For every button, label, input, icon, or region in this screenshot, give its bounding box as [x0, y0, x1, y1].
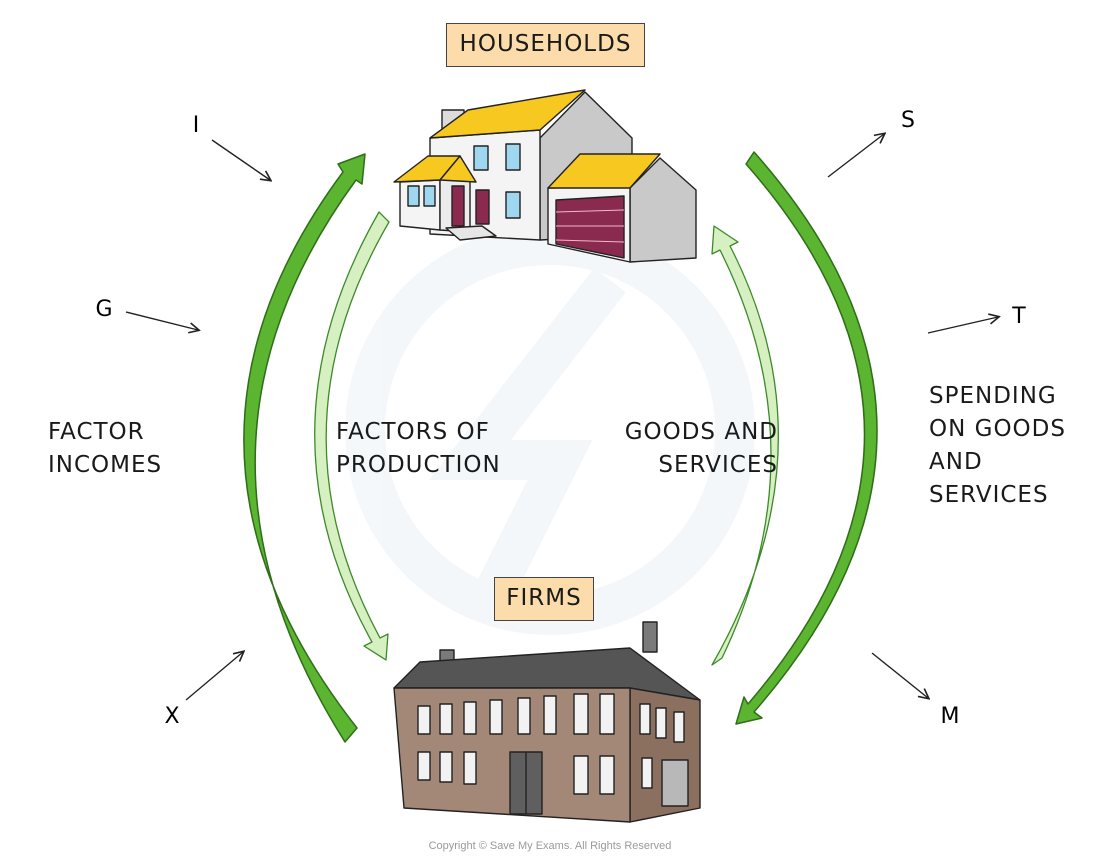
factor-incomes-arrow — [243, 153, 366, 743]
factor-incomes-line-2: INCOMES — [48, 452, 163, 478]
investment-label: I — [193, 113, 200, 138]
savings-label: S — [901, 108, 915, 133]
goods-and-services-arrow — [711, 225, 779, 666]
spending-label: SPENDING ON GOODS AND SERVICES — [929, 380, 1066, 512]
government-injection-arrow — [125, 311, 198, 330]
spending-line-2: ON GOODS — [929, 416, 1066, 442]
imports-label: M — [941, 704, 960, 729]
investment-injection-arrow — [211, 139, 270, 180]
firms-label: FIRMS — [494, 577, 594, 621]
taxes-label: T — [1011, 304, 1026, 329]
spending-line-4: SERVICES — [929, 482, 1049, 508]
goods-and-services-line-2: SERVICES — [658, 452, 778, 478]
imports-withdrawal-arrow — [871, 652, 928, 698]
factor-incomes-line-1: FACTOR — [48, 419, 145, 445]
copyright-notice: Copyright © Save My Exams. All Rights Re… — [428, 840, 672, 852]
factors-of-production-line-2: PRODUCTION — [336, 452, 501, 478]
spending-line-3: AND — [929, 449, 983, 475]
government-label: G — [95, 297, 112, 322]
spending-arrow — [735, 151, 878, 725]
factors-of-production-arrow — [314, 211, 390, 661]
goods-and-services-label: GOODS AND SERVICES — [612, 416, 778, 482]
house-icon — [393, 89, 697, 263]
factors-of-production-label: FACTORS OF PRODUCTION — [336, 416, 501, 482]
goods-and-services-line-1: GOODS AND — [624, 419, 778, 445]
households-label: HOUSEHOLDS — [446, 23, 645, 67]
factory-icon — [393, 621, 701, 823]
taxes-withdrawal-arrow — [927, 317, 998, 334]
exports-label: X — [164, 704, 179, 729]
factor-incomes-label: FACTOR INCOMES — [48, 416, 162, 482]
spending-line-1: SPENDING — [929, 383, 1057, 409]
exports-injection-arrow — [185, 652, 243, 701]
factors-of-production-line-1: FACTORS OF — [336, 419, 490, 445]
savings-withdrawal-arrow — [827, 134, 884, 178]
